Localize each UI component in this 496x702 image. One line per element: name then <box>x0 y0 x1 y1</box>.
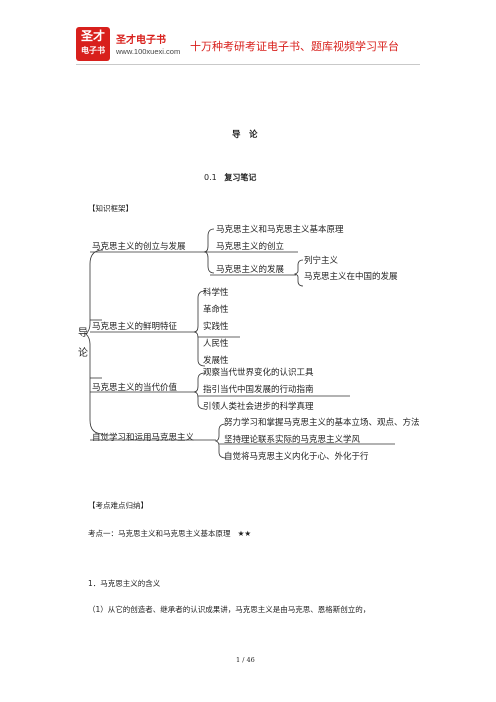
section-number: 0.1 <box>204 173 217 182</box>
page-number: 1 / 46 <box>236 656 255 664</box>
logo-text-top: 圣才 <box>80 29 105 43</box>
logo-text-bottom: 电子书 <box>81 46 105 55</box>
root-brace <box>85 249 104 435</box>
focus-point-1-text: 考点一：马克思主义和马克思主义基本原理 <box>88 529 231 538</box>
document-title: 导 论 <box>232 130 258 140</box>
mindmap-node-leninism: 列宁主义 <box>304 256 339 266</box>
mindmap-node-internalize: 自觉将马克思主义内化于心、外化于行 <box>224 452 369 462</box>
focus-point-1: 考点一：马克思主义和马克思主义基本原理 ★★ <box>88 528 251 539</box>
mindmap-branch-features: 马克思主义的鲜明特征 <box>92 322 178 332</box>
mindmap-node-scientific-truth: 引领人类社会进步的科学真理 <box>203 402 314 412</box>
mindmap-node-china-development: 马克思主义在中国的发展 <box>304 272 398 282</box>
mindmap-node-theory-practice: 坚持理论联系实际的马克思主义学风 <box>224 435 361 445</box>
mindmap-node-developmental: 发展性 <box>203 356 229 366</box>
mindmap-node-action-guide: 指引当代中国发展的行动指南 <box>203 385 314 395</box>
mindmap-branch-founding: 马克思主义的创立与发展 <box>92 242 186 252</box>
mindmap-node-people: 人民性 <box>203 339 229 349</box>
focus-item-1-text: （1）从它的创造者、继承者的认识成果讲，马克思主义是由马克思、恩格斯创立的， <box>88 605 371 614</box>
header-slogan: 十万种考研考证电子书、题库视频学习平台 <box>190 40 399 53</box>
mindmap-node-practical: 实践性 <box>203 322 229 332</box>
mindmap-node-cognitive-tool: 观察当代世界变化的认识工具 <box>203 368 314 378</box>
mindmap-root-char1: 导 <box>78 328 88 339</box>
mindmap-node-development: 马克思主义的发展 <box>216 265 285 275</box>
brand-url[interactable]: www.100xuexi.com <box>116 47 181 56</box>
mindmap-branch-study-apply: 自觉学习和运用马克思主义 <box>92 433 195 443</box>
mindmap-node-basic-principles: 马克思主义和马克思主义基本原理 <box>216 225 344 235</box>
section-title: 0.1 复习笔记 <box>204 172 256 183</box>
mindmap-root-char2: 论 <box>78 348 88 359</box>
focus-label: 【考点难点归纳】 <box>88 501 148 510</box>
section-name: 复习笔记 <box>224 173 257 182</box>
mindmap-node-revolutionary: 革命性 <box>203 305 229 315</box>
focus-item-1-heading: 1．马克思主义的含义 <box>88 579 161 588</box>
brand-logo: 圣才 电子书 <box>76 27 110 61</box>
mindmap-node-founding: 马克思主义的创立 <box>216 242 285 252</box>
focus-point-1-stars: ★★ <box>237 529 252 538</box>
header-divider <box>76 64 420 65</box>
mindmap-node-scientific: 科学性 <box>203 288 229 298</box>
brand-name: 圣才电子书 <box>116 35 166 46</box>
framework-label: 【知识框架】 <box>88 204 133 213</box>
mindmap-node-master-stance: 努力学习和掌握马克思主义的基本立场、观点、方法 <box>224 418 420 428</box>
mindmap-branch-contemporary-value: 马克思主义的当代价值 <box>92 383 178 393</box>
